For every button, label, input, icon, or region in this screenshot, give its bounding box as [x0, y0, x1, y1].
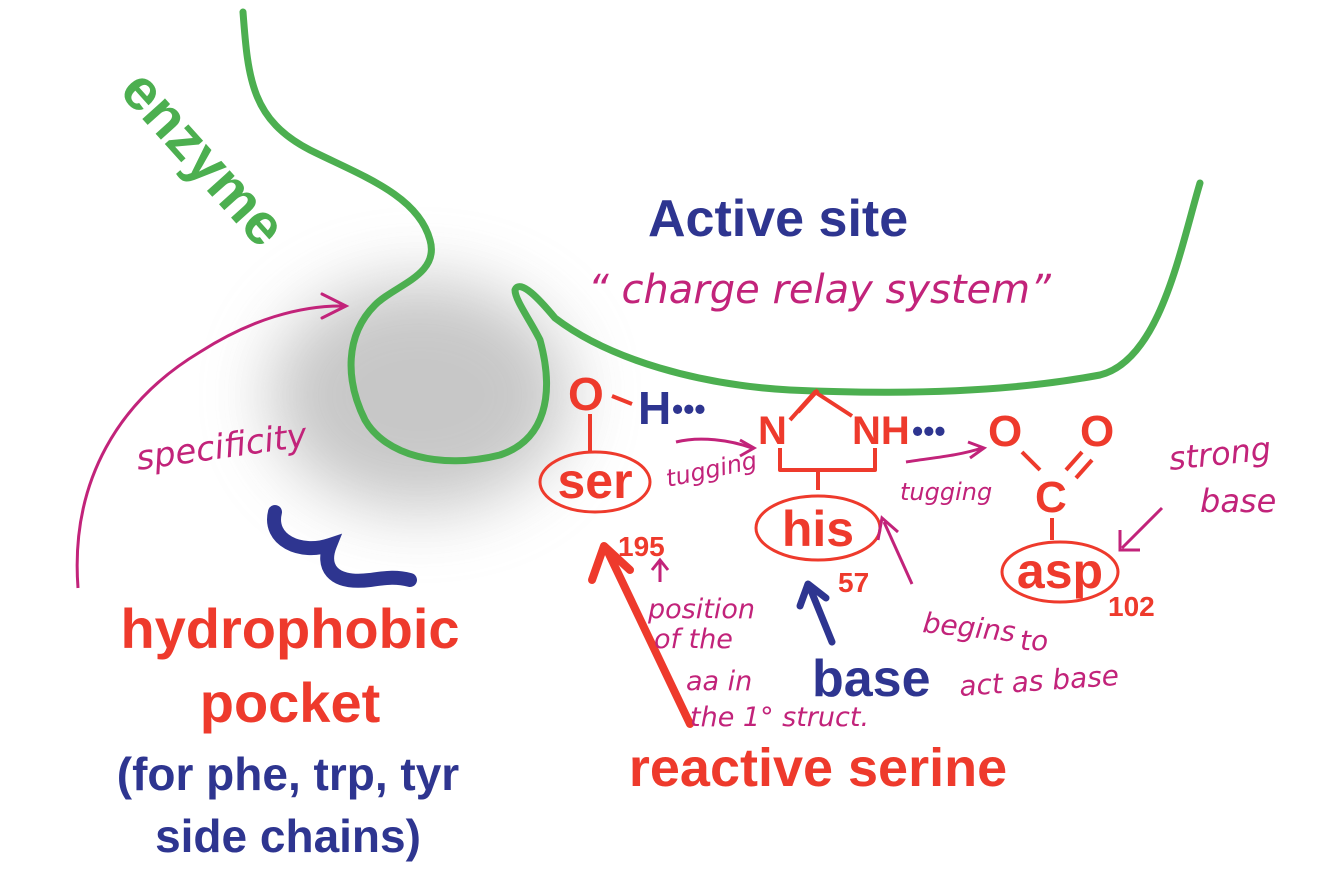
- specificity-label: specificity: [134, 415, 311, 479]
- specificity-arrow: [75, 304, 346, 589]
- ser-circle: [538, 450, 652, 514]
- position-note-line-3: aa in: [686, 666, 752, 697]
- specificity-arrowhead: [320, 292, 350, 320]
- serine-hydrogen: H: [638, 382, 671, 434]
- pocket-note-line-2: side chains): [155, 810, 421, 862]
- begins-line-2: to: [1020, 624, 1048, 657]
- his-number: 57: [838, 567, 869, 598]
- position-note-line-4: the 1° struct.: [690, 702, 869, 733]
- strong-base-arrow: [1120, 506, 1164, 550]
- asp-oxygen-1: O: [988, 407, 1022, 456]
- asp-o1-bond: [1020, 450, 1042, 472]
- strong-base-line-1: strong: [1167, 429, 1273, 478]
- charge-relay-note: “ charge relay system”: [588, 267, 1051, 313]
- serine-oxygen: O: [568, 368, 604, 420]
- tugging-arrowhead-1: [739, 438, 758, 458]
- pocket-brace: [267, 505, 417, 588]
- tugging-label-2: tugging: [900, 478, 992, 506]
- asp-o2-bond-b: [1074, 458, 1094, 480]
- base-arrow: [806, 584, 836, 646]
- reactive-serine-arrowhead: [588, 542, 634, 584]
- asp-o2-bond-a: [1064, 450, 1084, 472]
- his-nitrogen: N: [758, 409, 787, 453]
- strong-base-arrowhead: [1118, 530, 1140, 552]
- ser-label: ser: [557, 453, 632, 509]
- base-label: base: [812, 650, 931, 708]
- begins-arrow: [882, 521, 914, 585]
- base-arrowhead: [796, 580, 830, 610]
- hbond-dots-1: •••: [672, 391, 706, 427]
- begins-line-3: act as base: [958, 659, 1120, 703]
- active-site-title: Active site: [648, 190, 908, 248]
- enzyme-label: enzyme: [108, 57, 299, 259]
- pocket-shadow: [270, 280, 570, 510]
- tugging-label-1: tugging: [663, 446, 759, 493]
- reactive-serine-label: reactive serine: [629, 738, 1007, 798]
- position-arrowhead: [650, 557, 670, 571]
- begins-line-1: begins: [921, 606, 1017, 649]
- his-nh: NH: [852, 409, 910, 453]
- begins-arrowhead: [876, 515, 899, 541]
- asp-circle: [1000, 540, 1120, 604]
- pocket-note-line-1: (for phe, trp, tyr: [117, 748, 460, 800]
- pocket-label: pocket: [200, 671, 381, 734]
- ser-number: 195: [618, 531, 665, 562]
- asp-oxygen-2: O: [1080, 407, 1114, 456]
- position-note-line-2: of the: [654, 624, 733, 655]
- tugging-arrow-2: [905, 446, 983, 464]
- o-h-bond: [611, 394, 633, 406]
- imidazole-ring: [778, 388, 877, 472]
- tugging-arrowhead-2: [967, 440, 988, 460]
- asp-carbon: C: [1035, 473, 1067, 522]
- hbond-dots-2: •••: [912, 413, 946, 449]
- tugging-arrow-1: [675, 437, 753, 450]
- asp-label: asp: [1017, 543, 1103, 599]
- his-label: his: [782, 501, 854, 557]
- asp-number: 102: [1108, 591, 1155, 622]
- strong-base-line-2: base: [1200, 482, 1276, 520]
- reactive-serine-arrow: [604, 548, 694, 728]
- position-note-line-1: position: [647, 594, 755, 625]
- hydrophobic-label: hydrophobic: [120, 597, 459, 660]
- enzyme-outline: [239, 8, 1204, 465]
